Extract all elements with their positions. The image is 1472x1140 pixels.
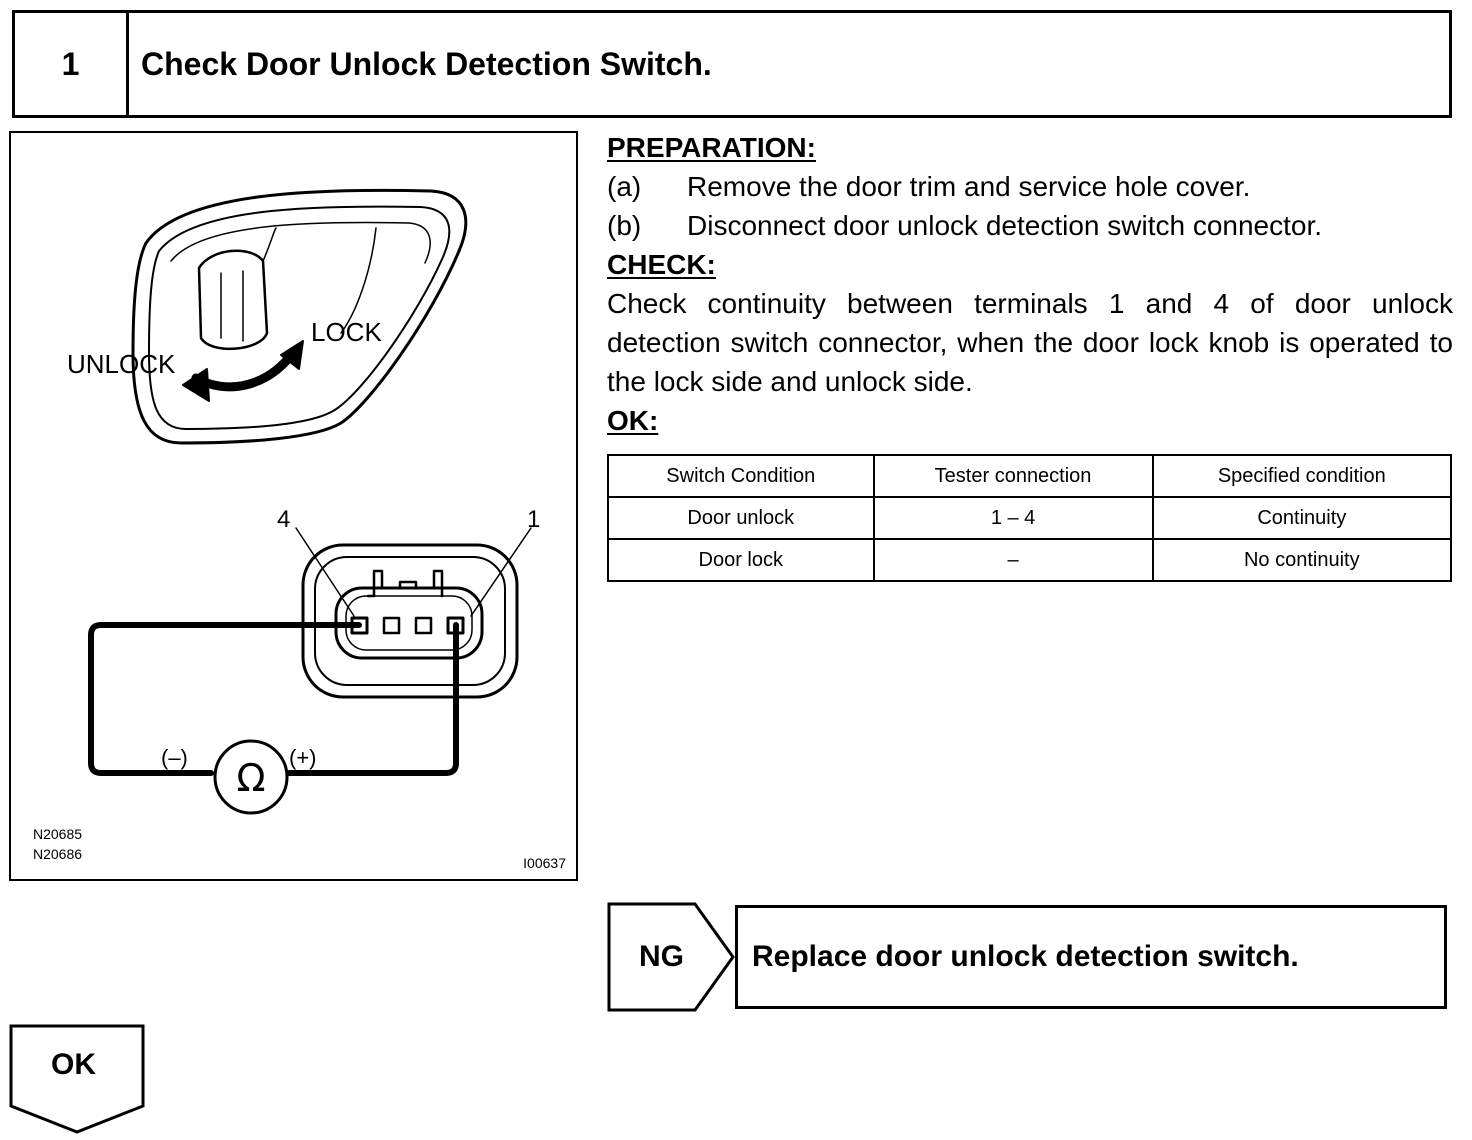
lock-knob <box>197 249 269 351</box>
figure-code-right: I00637 <box>523 855 566 871</box>
preparation-heading: PREPARATION: <box>607 132 816 163</box>
unlock-label: UNLOCK <box>67 349 176 379</box>
switch-illustration: UNLOCK LOCK 4 1 (–) (+) Ω N20685 N20686 … <box>9 131 578 881</box>
step-title: Check Door Unlock Detection Switch. <box>141 45 712 82</box>
ok-heading: OK: <box>607 405 659 436</box>
lock-unlock-arrow <box>191 348 298 392</box>
table-cell: 1 – 4 <box>872 496 1154 540</box>
table-header-row: Switch Condition Tester connection Speci… <box>607 454 1453 498</box>
figure-code-1: N20685 <box>33 826 83 842</box>
connector-housing <box>301 543 519 699</box>
preparation-step: (b) Disconnect door unlock detection swi… <box>607 206 1453 245</box>
preparation-step: (a) Remove the door trim and service hol… <box>607 167 1453 206</box>
ok-arrow-shape <box>9 1024 145 1134</box>
column-header: Tester connection <box>872 454 1154 498</box>
ok-label: OK <box>51 1048 96 1081</box>
instructions: PREPARATION: (a) Remove the door trim an… <box>607 128 1453 440</box>
positive-test-lead <box>286 622 459 776</box>
step-number: 1 <box>15 13 129 115</box>
step-letter: (a) <box>607 171 642 202</box>
ng-action: Replace door unlock detection switch. <box>735 905 1447 1009</box>
step-letter: (b) <box>607 210 642 241</box>
step-text: Disconnect door unlock detection switch … <box>687 210 1323 241</box>
table-cell: No continuity <box>1151 538 1453 582</box>
door-lock-diagram: UNLOCK LOCK 4 1 (–) (+) Ω <box>67 188 540 815</box>
check-heading: CHECK: <box>607 249 716 280</box>
terminal-1-label: 1 <box>527 506 540 533</box>
table-row: Door unlock 1 – 4 Continuity <box>607 496 1453 540</box>
minus-label: (–) <box>161 745 188 770</box>
ok-result: OK <box>9 1024 149 1136</box>
table-row: Door lock – No continuity <box>607 538 1453 582</box>
table-cell: Door lock <box>607 538 875 582</box>
column-header: Switch Condition <box>607 454 875 498</box>
ng-arrow-shape <box>607 902 735 1012</box>
terminal-4-label: 4 <box>277 506 290 533</box>
table-cell: – <box>872 538 1154 582</box>
lock-label: LOCK <box>311 317 382 347</box>
spec-table: Switch Condition Tester connection Speci… <box>607 454 1453 582</box>
ng-result: NG Replace door unlock detection switch. <box>607 902 1452 1012</box>
ohmmeter <box>213 739 289 815</box>
door-handle-bezel <box>131 188 468 445</box>
column-header: Specified condition <box>1151 454 1453 498</box>
table-cell: Door unlock <box>607 496 875 540</box>
table-cell: Continuity <box>1151 496 1453 540</box>
figure-code-2: N20686 <box>33 846 83 862</box>
check-text: Check continuity between terminals 1 and… <box>607 288 1453 397</box>
step-header: 1 Check Door Unlock Detection Switch. <box>12 10 1452 118</box>
plus-label: (+) <box>289 745 317 770</box>
negative-test-lead <box>88 622 362 776</box>
ohm-icon: Ω <box>236 756 265 800</box>
ng-label: NG <box>639 940 684 973</box>
step-text: Remove the door trim and service hole co… <box>687 171 1251 202</box>
